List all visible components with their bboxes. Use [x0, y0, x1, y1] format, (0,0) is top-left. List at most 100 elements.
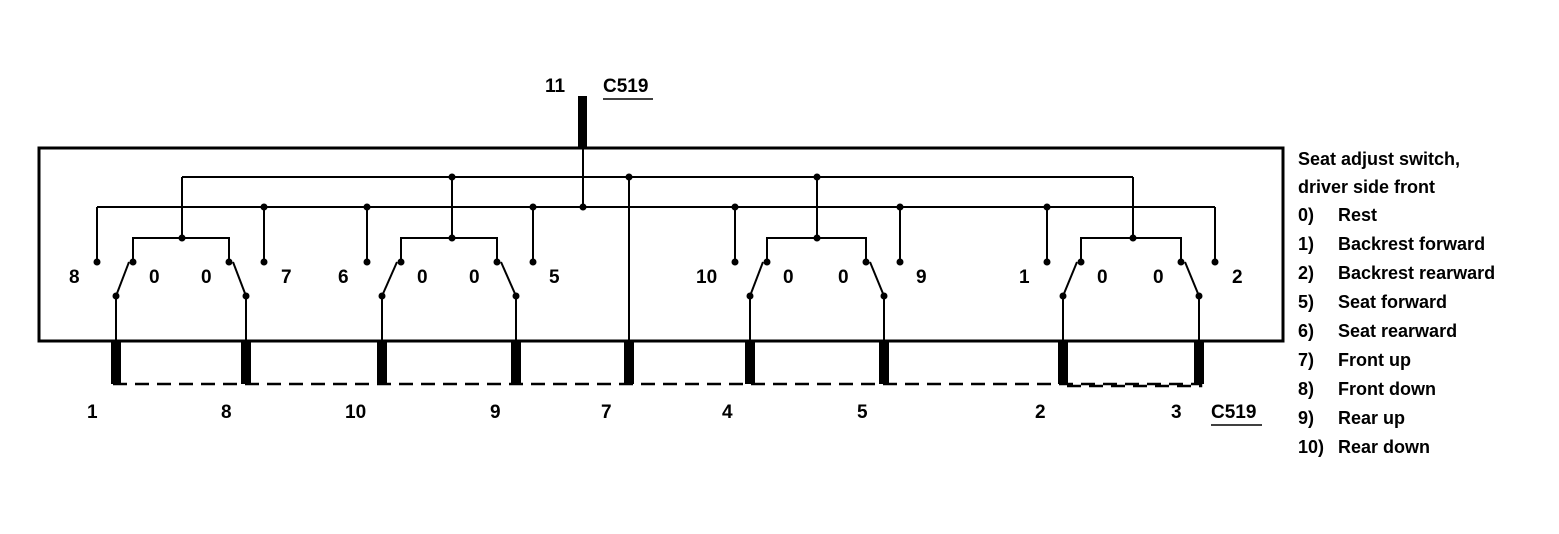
contact-dot [512, 292, 520, 300]
contact-dot [1177, 258, 1185, 266]
contact-label-right: 5 [549, 267, 560, 288]
contact-label-right: 9 [916, 267, 927, 288]
legend-item-text: Backrest forward [1338, 234, 1485, 254]
switch-group: 10 9 0 0 [696, 177, 927, 341]
bottom-terminals [111, 341, 1204, 384]
bottom-terminal [111, 341, 121, 384]
bottom-pin-label: 7 [601, 402, 612, 423]
legend-item-key: 9) [1298, 408, 1314, 428]
contact-dot [378, 292, 386, 300]
legend-item-key: 5) [1298, 292, 1314, 312]
bottom-terminal [241, 341, 251, 384]
rest-label-left: 0 [149, 267, 160, 288]
legend-item-text: Backrest rearward [1338, 263, 1495, 283]
bottom-terminal [745, 341, 755, 384]
switch-group: 8 7 0 0 [69, 177, 292, 341]
rest-label-right: 0 [1153, 267, 1164, 288]
rest-label-left: 0 [783, 267, 794, 288]
legend-title-line2: driver side front [1298, 177, 1435, 197]
contact-dot [746, 292, 754, 300]
contact-dot [1059, 292, 1067, 300]
legend-item: 2) Backrest rearward [1298, 263, 1495, 283]
top-pin-label: 11 [545, 76, 566, 97]
contact-label-left: 8 [69, 267, 80, 288]
contact-dot [112, 292, 120, 300]
contact-dot [813, 234, 821, 242]
legend-item-key: 8) [1298, 379, 1314, 399]
contact-dot [1211, 258, 1219, 266]
contact-dot [1077, 258, 1085, 266]
legend-title-line1: Seat adjust switch, [1298, 149, 1460, 169]
common-bar [400, 237, 498, 262]
common-bar [766, 237, 867, 262]
bottom-terminal [377, 341, 387, 384]
legend-item-text: Seat rearward [1338, 321, 1457, 341]
top-connector-terminal [578, 96, 587, 148]
contact-dot [896, 258, 904, 266]
bottom-connector-name: C519 [1211, 402, 1256, 423]
bottom-connector-outline [113, 382, 1203, 388]
contact-dot [397, 258, 405, 266]
contact-label-right: 7 [281, 267, 292, 288]
contact-label-right: 2 [1232, 267, 1243, 288]
bottom-pin-label: 3 [1171, 402, 1182, 423]
bottom-pin-label: 10 [345, 402, 366, 423]
contact-dot [493, 258, 501, 266]
contact-dot [225, 258, 233, 266]
switch-blade-left [115, 261, 130, 297]
switch-groups: 8 7 0 0 6 5 0 0 10 9 0 0 1 2 0 0 [69, 177, 1243, 341]
legend-item-text: Front down [1338, 379, 1436, 399]
bottom-terminal [1194, 341, 1204, 384]
legend-item-text: Rear down [1338, 437, 1430, 457]
top-connector-name: C519 [603, 76, 648, 97]
switch-group: 1 2 0 0 [1019, 177, 1243, 341]
bottom-pin-label: 9 [490, 402, 501, 423]
rest-label-right: 0 [838, 267, 849, 288]
legend-item: 9)Rear up [1298, 408, 1405, 428]
contact-dot [763, 258, 771, 266]
switch-blade-right [232, 261, 247, 297]
legend-item: 6) Seat rearward [1298, 321, 1457, 341]
bottom-terminal [1058, 341, 1068, 384]
contact-label-left: 6 [338, 267, 349, 288]
contact-label-left: 10 [696, 267, 717, 288]
contact-dot [129, 258, 137, 266]
bottom-pin-label: 8 [221, 402, 232, 423]
contact-label-left: 1 [1019, 267, 1030, 288]
bottom-pin-label: 5 [857, 402, 868, 423]
legend-item-key: 7) [1298, 350, 1314, 370]
legend-item: 5) Seat forward [1298, 292, 1447, 312]
common-bar [132, 237, 230, 262]
contact-dot [880, 292, 888, 300]
switch-housing [37, 146, 1285, 343]
legend-item: 10) Rear down [1298, 437, 1430, 457]
switch-blade-left [749, 261, 764, 297]
contact-dot [1129, 234, 1137, 242]
legend-item: 8) Front down [1298, 379, 1436, 399]
legend-item-text: Seat forward [1338, 292, 1447, 312]
rest-label-left: 0 [417, 267, 428, 288]
legend-item-text: Front up [1338, 350, 1411, 370]
contact-dot [242, 292, 250, 300]
rest-label-left: 0 [1097, 267, 1108, 288]
contact-dot [93, 258, 101, 266]
rest-label-right: 0 [469, 267, 480, 288]
contact-dot [529, 258, 537, 266]
switch-blade-right [500, 261, 517, 297]
bottom-pin-label: 2 [1035, 402, 1046, 423]
legend-item-key: 6) [1298, 321, 1314, 341]
switch-group: 6 5 0 0 [338, 177, 560, 341]
legend-item-key: 10) [1298, 437, 1324, 457]
switch-blade-left [381, 261, 398, 297]
bottom-terminal [879, 341, 889, 384]
bottom-pin-label: 1 [87, 402, 98, 423]
rest-label-right: 0 [201, 267, 212, 288]
contact-dot [178, 234, 186, 242]
contact-dot [731, 258, 739, 266]
legend-item-key: 2) [1298, 263, 1314, 283]
bus-junctions [260, 173, 1051, 211]
bottom-terminal [624, 341, 634, 384]
legend-item-key: 1) [1298, 234, 1314, 254]
bottom-terminal [511, 341, 521, 384]
